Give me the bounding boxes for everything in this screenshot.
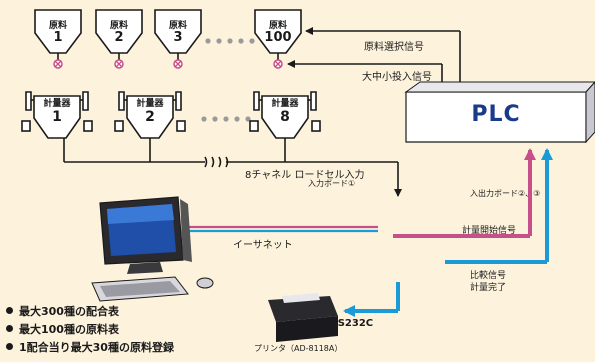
- hopper-number: 2: [114, 30, 124, 46]
- feature-item-1: 最大300種の配合表: [6, 303, 119, 319]
- rs232c-arrow: [343, 282, 400, 317]
- valve-icon-3: [173, 59, 183, 69]
- hopper-3: [154, 9, 202, 69]
- hopper-number: 3: [173, 30, 183, 46]
- scale-label-1: 計量器 1: [37, 99, 77, 125]
- hopper-name: 原料: [168, 21, 187, 31]
- scale-label-8: 計量器 8: [265, 99, 305, 125]
- scale-number: 8: [280, 109, 290, 126]
- valve-icon-2: [114, 59, 124, 69]
- bullet-icon: [6, 325, 13, 332]
- weigh-start-label: 計量開始信号: [462, 226, 517, 236]
- plc-label: PLC: [471, 102, 521, 127]
- material-select-signal-label: 原料選択信号: [364, 42, 424, 53]
- ethernet-line: [185, 225, 378, 233]
- scale-name: 計量器: [136, 99, 164, 109]
- hopper-1: [34, 9, 82, 69]
- feed-signal-label: 大中小投入信号: [362, 72, 432, 83]
- weigh-done-label: 計量完了: [470, 283, 507, 293]
- hopper-label-1: 原料 1: [38, 21, 78, 46]
- weigh-start-arrow: [393, 148, 536, 238]
- feature-text: 最大100種の原料表: [19, 323, 119, 336]
- printer-label: プリンタ（AD-8118A）: [254, 344, 343, 353]
- scale-number: 1: [52, 109, 62, 126]
- plc-signal-lines: [287, 27, 461, 82]
- scale-name: 計量器: [43, 99, 71, 109]
- scale-dots: [201, 116, 251, 122]
- compare-signal-label: 比較信号: [470, 271, 507, 281]
- ethernet-label: イーサネット: [233, 240, 293, 251]
- weigh-done-arrow: [445, 148, 553, 264]
- input-board-1-label: 入力ボード①: [308, 179, 356, 188]
- scale-8: [249, 91, 321, 139]
- scale-label-2: 計量器 2: [130, 99, 170, 125]
- hopper-number: 100: [264, 30, 292, 46]
- hopper-label-2: 原料 2: [99, 21, 139, 46]
- hopper-dots: [205, 38, 255, 44]
- feature-text: 最大300種の配合表: [19, 305, 119, 318]
- hopper-number: 1: [53, 30, 63, 46]
- bullet-icon: [6, 343, 13, 350]
- hopper-2: [95, 9, 143, 69]
- valve-icon-100: [273, 59, 283, 69]
- hopper-name: 原料: [48, 21, 67, 31]
- bullet-icon: [6, 307, 13, 314]
- feature-item-3: 1配合当り最大30種の原料登録: [6, 339, 174, 355]
- valve-icon-1: [53, 59, 63, 69]
- scale-number: 2: [145, 109, 155, 126]
- hopper-name: 原料: [109, 21, 128, 31]
- hopper-name: 原料: [268, 21, 287, 31]
- rs232c-label: RS232C: [330, 318, 374, 329]
- scale-2: [114, 91, 186, 139]
- scale-1: [21, 91, 93, 139]
- computer-icon: [91, 196, 214, 302]
- hopper-100: [254, 9, 302, 69]
- io-board-label: 入出力ボード②、③: [470, 189, 541, 198]
- feature-text: 1配合当り最大30種の原料登録: [19, 341, 174, 354]
- plc-box: [404, 81, 595, 144]
- scale-name: 計量器: [271, 99, 299, 109]
- loadcell-wiring: [63, 138, 402, 197]
- loadcell-input-label: 8チャネル ロードセル入力: [245, 170, 365, 181]
- feature-item-2: 最大100種の原料表: [6, 321, 119, 337]
- hopper-label-3: 原料 3: [158, 21, 198, 46]
- printer-icon: [268, 293, 338, 342]
- hopper-label-100: 原料 100: [256, 21, 300, 46]
